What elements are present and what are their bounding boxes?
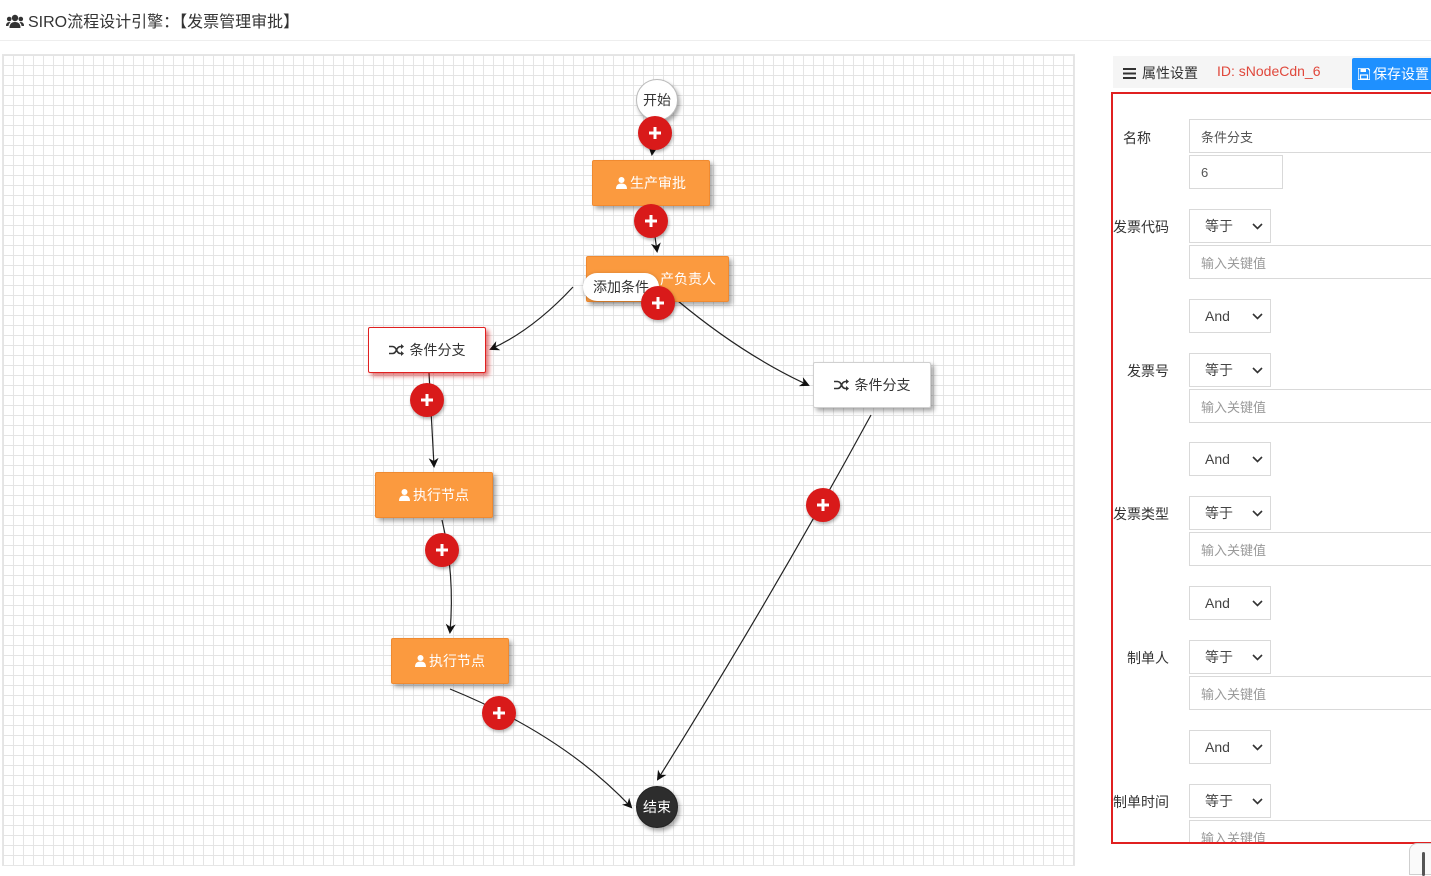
link-to-left-cond <box>489 286 574 351</box>
app-title: SIRO流程设计引擎：【发票管理审批】 <box>6 8 299 32</box>
task-label: 执行节点 <box>429 653 485 669</box>
connector-select[interactable]: And <box>1189 299 1271 333</box>
connector-select[interactable]: And <box>1189 730 1271 764</box>
chevron-down-icon <box>1252 510 1263 517</box>
link-right-cond-end <box>656 414 872 781</box>
connector-value: And <box>1205 739 1230 755</box>
operator-select[interactable]: 等于 <box>1189 784 1271 818</box>
connector-value: And <box>1205 595 1230 611</box>
field-label: 发票代码 <box>1113 219 1169 235</box>
end-label: 结束 <box>643 799 671 815</box>
operator-select[interactable]: 等于 <box>1189 353 1271 387</box>
flow-canvas[interactable]: 开始 生产审批 产负责人 添加条件 条件分支 条件分支 执行节点 执行节点 结束 <box>2 54 1075 866</box>
chevron-down-icon <box>1252 798 1263 805</box>
panel-title-text: 属性设置 <box>1142 65 1198 81</box>
operator-select[interactable]: 等于 <box>1189 209 1271 243</box>
condition-branch-left[interactable]: 条件分支 <box>368 327 486 373</box>
save-label: 保存设置 <box>1373 66 1429 82</box>
add-node-button[interactable] <box>806 488 840 522</box>
task-production-approval[interactable]: 生产审批 <box>592 160 710 206</box>
plus-icon <box>645 215 657 227</box>
user-icon <box>415 655 426 667</box>
add-condition-label: 添加条件 <box>593 279 649 295</box>
scrollbar-handle[interactable] <box>1409 843 1431 876</box>
condition-label: 条件分支 <box>854 377 911 393</box>
end-node[interactable]: 结束 <box>636 786 678 828</box>
keyword-input[interactable]: 输入关键值 <box>1189 820 1431 842</box>
plus-icon <box>493 707 505 719</box>
connector-value: And <box>1205 308 1230 324</box>
add-node-button[interactable] <box>638 116 672 150</box>
operator-select[interactable]: 等于 <box>1189 496 1271 530</box>
floppy-icon <box>1358 68 1370 80</box>
chevron-down-icon <box>1252 744 1263 751</box>
link-to-right-cond <box>677 300 810 387</box>
connector-select[interactable]: And <box>1189 442 1271 476</box>
name-label: 名称 <box>1123 130 1151 146</box>
condition-branch-right[interactable]: 条件分支 <box>813 362 931 408</box>
chevron-down-icon <box>1252 456 1263 463</box>
connector-value: And <box>1205 451 1230 467</box>
operator-select[interactable]: 等于 <box>1189 640 1271 674</box>
keyword-input[interactable]: 输入关键值 <box>1189 676 1431 710</box>
add-node-button[interactable] <box>482 696 516 730</box>
plus-icon <box>652 297 664 309</box>
chevron-down-icon <box>1252 367 1263 374</box>
operator-value: 等于 <box>1205 362 1233 378</box>
add-node-button[interactable] <box>425 533 459 567</box>
start-label: 开始 <box>643 92 671 108</box>
link-exec1-exec2 <box>441 519 456 634</box>
shuffle-icon <box>833 379 849 391</box>
scrollbar-grip <box>1422 852 1425 876</box>
shuffle-icon <box>388 344 404 356</box>
link-exec2-end <box>449 688 633 809</box>
field-label: 发票类型 <box>1113 506 1169 522</box>
priority-input[interactable]: 6 <box>1189 155 1283 189</box>
field-label: 制单时间 <box>1113 794 1169 810</box>
plus-icon <box>817 499 829 511</box>
bars-icon <box>1123 68 1136 79</box>
add-node-button[interactable] <box>410 383 444 417</box>
node-id: ID: sNodeCdn_6 <box>1217 63 1321 79</box>
start-node[interactable]: 开始 <box>636 79 678 121</box>
flow-links <box>428 120 872 809</box>
execute-node-1[interactable]: 执行节点 <box>375 472 493 518</box>
user-icon <box>616 177 627 189</box>
top-bar: SIRO流程设计引擎：【发票管理审批】 <box>0 0 1431 41</box>
chevron-down-icon <box>1252 600 1263 607</box>
save-settings-button[interactable]: 保存设置 <box>1352 58 1431 90</box>
chevron-down-icon <box>1252 654 1263 661</box>
condition-label: 条件分支 <box>409 342 466 358</box>
operator-value: 等于 <box>1205 505 1233 521</box>
chevron-down-icon <box>1252 313 1263 320</box>
keyword-input[interactable]: 输入关键值 <box>1189 532 1431 566</box>
user-icon <box>399 489 410 501</box>
connector-select[interactable]: And <box>1189 586 1271 620</box>
chevron-down-icon <box>1252 223 1263 230</box>
property-form: 名称 条件分支 6 发票代码 等于 输入关键值 And 发票号 等于 输入关键值… <box>1111 92 1431 844</box>
add-node-button[interactable] <box>641 286 675 320</box>
execute-node-2[interactable]: 执行节点 <box>391 638 509 684</box>
operator-value: 等于 <box>1205 218 1233 234</box>
task-label: 执行节点 <box>413 487 469 503</box>
users-icon <box>6 14 24 28</box>
app-title-text: SIRO流程设计引擎：【发票管理审批】 <box>28 14 300 31</box>
plus-icon <box>421 394 433 406</box>
task-label: 生产审批 <box>630 175 686 191</box>
plus-icon <box>649 127 661 139</box>
task-label: 产负责人 <box>660 271 716 287</box>
operator-value: 等于 <box>1205 649 1233 665</box>
field-label: 发票号 <box>1127 363 1169 379</box>
plus-icon <box>436 544 448 556</box>
keyword-input[interactable]: 输入关键值 <box>1189 389 1431 423</box>
name-input[interactable]: 条件分支 <box>1189 119 1431 153</box>
panel-title: 属性设置 <box>1123 63 1198 83</box>
field-label: 制单人 <box>1127 650 1169 666</box>
keyword-input[interactable]: 输入关键值 <box>1189 245 1431 279</box>
operator-value: 等于 <box>1205 793 1233 809</box>
add-node-button[interactable] <box>634 204 668 238</box>
